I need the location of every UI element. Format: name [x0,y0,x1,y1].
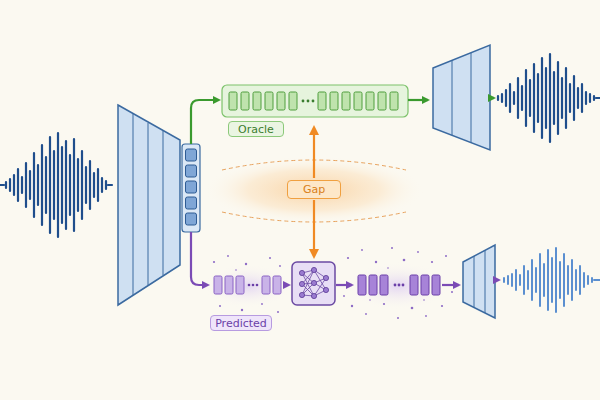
token-label: Oracle [228,121,284,137]
input-waveform [0,133,112,237]
node-text: Gap [303,184,325,195]
oracle-waveform [498,54,600,142]
node-text: Predicted [215,318,267,329]
encoder-block [118,105,180,305]
predicted-waveform [504,248,600,312]
oracle-branch [191,45,494,150]
node-text: Oracle [238,124,274,135]
gap-label: Gap [287,180,341,199]
predicted-branch [191,232,499,319]
token-label: Predicted [210,315,272,331]
latent-vector [182,144,200,232]
